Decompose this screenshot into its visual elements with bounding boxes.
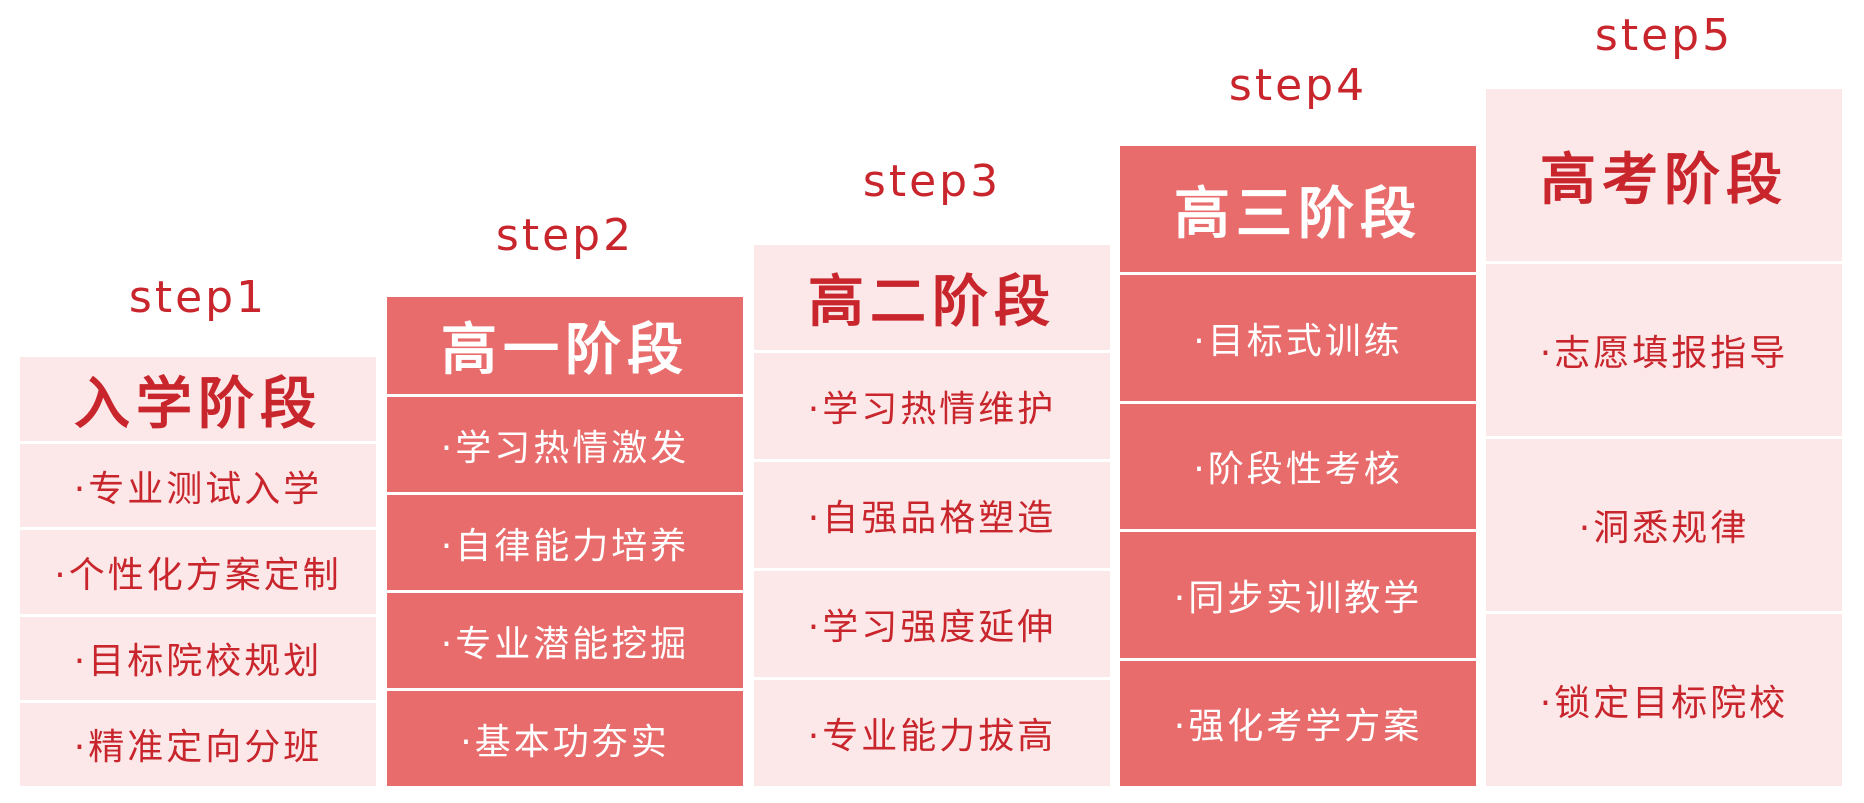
- step-label-4: step4: [1228, 60, 1368, 111]
- stage-item: ·基本功夯实: [387, 688, 743, 786]
- step-label-1: step1: [128, 272, 268, 323]
- stage-item: ·洞悉规律: [1486, 436, 1842, 611]
- stage-column-2: 高一阶段 ·学习热情激发 ·自律能力培养 ·专业潜能挖掘 ·基本功夯实: [387, 297, 743, 786]
- step-label-2: step2: [495, 210, 635, 261]
- stage-title-4: 高三阶段: [1120, 146, 1476, 272]
- stage-item: ·强化考学方案: [1120, 657, 1476, 786]
- stage-item: ·自律能力培养: [387, 492, 743, 590]
- step-label-3: step3: [862, 156, 1002, 207]
- stage-item: ·阶段性考核: [1120, 400, 1476, 529]
- stage-item: ·学习热情维护: [754, 350, 1110, 459]
- stage-item: ·学习热情激发: [387, 394, 743, 492]
- stage-item: ·目标式训练: [1120, 272, 1476, 401]
- stage-item: ·个性化方案定制: [20, 527, 376, 614]
- stage-column-1: 入学阶段 ·专业测试入学 ·个性化方案定制 ·目标院校规划 ·精准定向分班: [20, 357, 376, 786]
- stage-item: ·精准定向分班: [20, 699, 376, 786]
- stage-item: ·专业能力拔高: [754, 677, 1110, 786]
- stage-title-1: 入学阶段: [20, 357, 376, 441]
- stage-title-2: 高一阶段: [387, 297, 743, 394]
- stage-column-3: 高二阶段 ·学习热情维护 ·自强品格塑造 ·学习强度延伸 ·专业能力拔高: [754, 245, 1110, 786]
- stage-item: ·目标院校规划: [20, 613, 376, 700]
- stage-item: ·专业测试入学: [20, 441, 376, 528]
- stage-item: ·同步实训教学: [1120, 529, 1476, 658]
- stage-item: ·自强品格塑造: [754, 459, 1110, 568]
- stage-item: ·专业潜能挖掘: [387, 590, 743, 688]
- stage-title-3: 高二阶段: [754, 245, 1110, 350]
- stage-item: ·志愿填报指导: [1486, 261, 1842, 436]
- stage-item: ·锁定目标院校: [1486, 611, 1842, 786]
- step-label-5: step5: [1594, 10, 1734, 61]
- stage-column-5: 高考阶段 ·志愿填报指导 ·洞悉规律 ·锁定目标院校: [1486, 89, 1842, 786]
- stage-item: ·学习强度延伸: [754, 568, 1110, 677]
- stage-title-5: 高考阶段: [1486, 89, 1842, 261]
- stage-column-4: 高三阶段 ·目标式训练 ·阶段性考核 ·同步实训教学 ·强化考学方案: [1120, 146, 1476, 786]
